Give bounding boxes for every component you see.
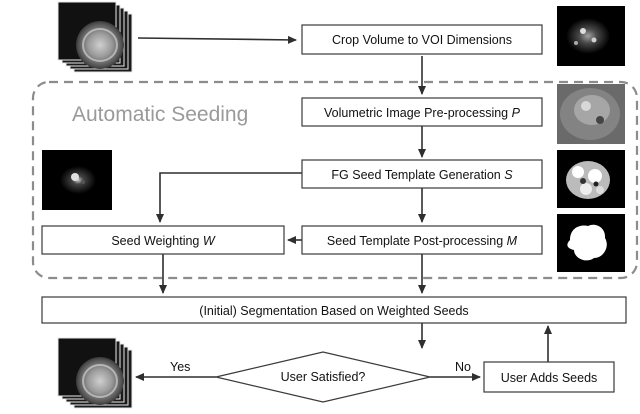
- postprocessed-template-thumbnail: [557, 214, 625, 272]
- seed-weighting-node: Seed Weighting W: [41, 225, 285, 255]
- preprocessing-node: Volumetric Image Pre-processing P: [301, 97, 543, 127]
- crop-volume-label: Crop Volume to VOI Dimensions: [332, 33, 512, 47]
- weighted-seed-thumbnail: [42, 150, 112, 210]
- fg-seed-template-label: FG Seed Template Generation S: [331, 168, 513, 182]
- fg-seed-template-thumbnail: [557, 150, 625, 208]
- preprocessing-label: Volumetric Image Pre-processing P: [324, 106, 521, 120]
- initial-segmentation-label: (Initial) Segmentation Based on Weighted…: [199, 304, 468, 318]
- user-satisfied-decision: User Satisfied?: [215, 351, 431, 403]
- crop-volume-node: Crop Volume to VOI Dimensions: [301, 24, 543, 55]
- no-edge-label: No: [455, 360, 471, 374]
- region-title: Automatic Seeding: [72, 103, 248, 126]
- user-adds-seeds-label: User Adds Seeds: [501, 371, 598, 385]
- template-postprocessing-label: Seed Template Post-processing M: [327, 234, 518, 248]
- volume-stack-thumbnail: [57, 337, 133, 409]
- user-adds-seeds-node: User Adds Seeds: [483, 361, 615, 393]
- user-satisfied-label: User Satisfied?: [281, 370, 366, 384]
- arrow-input-to-crop: [137, 35, 297, 44]
- template-postprocessing-node: Seed Template Post-processing M: [301, 225, 543, 255]
- arrow-template-to-weighting: [156, 172, 302, 223]
- automatic-seeding-region: [31, 80, 639, 280]
- cropped-voi-thumbnail: [557, 6, 625, 66]
- initial-segmentation-node: (Initial) Segmentation Based on Weighted…: [41, 296, 627, 324]
- volume-stack-thumbnail: [57, 1, 133, 73]
- seed-weighting-label: Seed Weighting W: [111, 234, 216, 248]
- preprocessed-thumbnail: [557, 84, 625, 144]
- fg-seed-template-node: FG Seed Template Generation S: [301, 159, 543, 189]
- yes-edge-label: Yes: [170, 360, 190, 374]
